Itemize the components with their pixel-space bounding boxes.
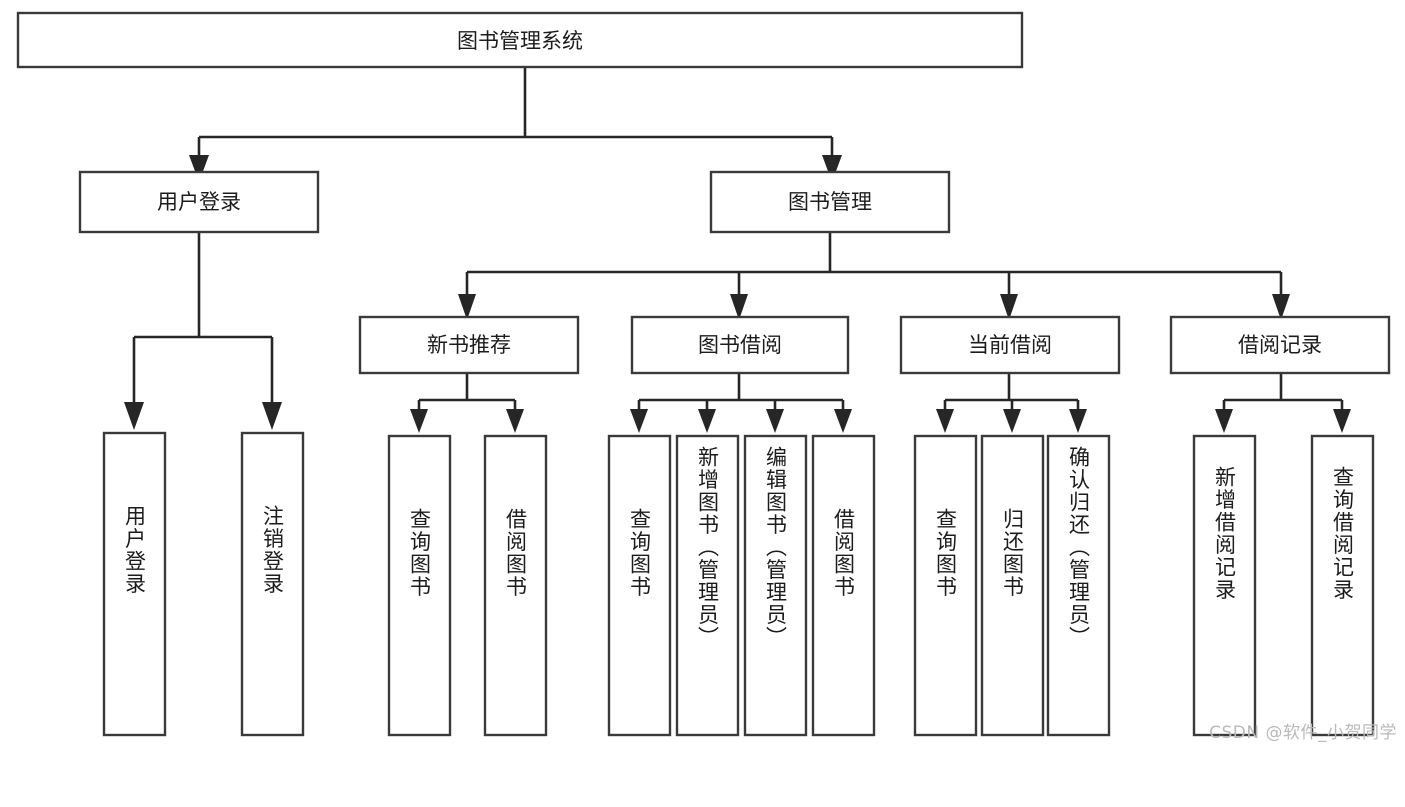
leaf-box-currentborrow-2[interactable] — [980, 434, 1045, 737]
leaf-box-user-login-2[interactable] — [240, 431, 305, 737]
leaf-box-bookborrow-3[interactable] — [743, 434, 808, 737]
node-borrow-record-box[interactable] — [1169, 315, 1391, 375]
leaf-box-bookborrow-1[interactable] — [607, 434, 672, 737]
node-user-login[interactable]: 用户登录 — [78, 170, 320, 234]
leaf-box-borrowrecord-2[interactable] — [1310, 434, 1375, 737]
arrowhead-borrowrecord — [1272, 294, 1290, 320]
arrowhead-bookborrow-leaf-1 — [630, 409, 648, 433]
node-borrow-record-label: 借阅记录 — [1238, 333, 1322, 357]
arrowhead-bookborrow-leaf-4 — [834, 409, 852, 433]
leaf-box-user-login-1[interactable] — [102, 431, 167, 737]
leaf-box-newbook-2[interactable] — [483, 434, 548, 737]
leaf-box-borrowrecord-1[interactable] — [1192, 434, 1257, 737]
arrowhead-newbook-leaf-1 — [410, 409, 428, 433]
flowchart-canvas: 图书管理系统 用户登录 图书管理 新书推荐 图书借阅 当前借阅 借阅记录 — [16, 11, 1397, 743]
arrowhead-borrowrecord-leaf-2 — [1333, 409, 1351, 433]
node-current-borrow[interactable]: 当前借阅 — [899, 315, 1121, 375]
node-book-manage-box[interactable] — [709, 170, 951, 234]
node-book-borrow-label: 图书借阅 — [698, 333, 782, 357]
node-book-borrow[interactable]: 图书借阅 — [630, 315, 850, 375]
flowchart-svg: 图书管理系统 用户登录 图书管理 新书推荐 图书借阅 当前借阅 借阅记录 — [16, 11, 1391, 737]
node-current-borrow-label: 当前借阅 — [968, 333, 1052, 357]
leaf-box-bookborrow-2[interactable] — [675, 434, 740, 737]
arrowhead-book-manage — [822, 155, 842, 182]
leaf-box-newbook-1[interactable] — [387, 434, 452, 737]
node-user-login-box[interactable] — [78, 170, 320, 234]
node-new-book-recommend-box[interactable] — [358, 315, 580, 375]
node-root-label: 图书管理系统 — [457, 29, 583, 53]
arrowhead-user-login — [189, 155, 209, 182]
node-new-book-recommend[interactable]: 新书推荐 — [358, 315, 580, 375]
node-book-manage[interactable]: 图书管理 — [709, 170, 951, 234]
leaf-box-currentborrow-3[interactable] — [1046, 434, 1111, 737]
arrowhead-userlogin-leaf-2 — [262, 402, 282, 430]
node-book-manage-label: 图书管理 — [788, 190, 872, 214]
node-root-box[interactable] — [16, 11, 1024, 69]
node-book-borrow-box[interactable] — [630, 315, 850, 375]
arrowhead-currentborrow — [1000, 294, 1018, 320]
node-new-book-recommend-label: 新书推荐 — [427, 333, 511, 357]
node-borrow-record[interactable]: 借阅记录 — [1169, 315, 1391, 375]
leaf-box-group — [102, 431, 1375, 737]
arrowhead-currentborrow-leaf-1 — [936, 409, 954, 433]
arrowhead-newbook-leaf-2 — [506, 409, 524, 433]
arrowhead-bookborrow-leaf-2 — [698, 409, 716, 433]
arrowhead-borrowrecord-leaf-1 — [1215, 409, 1233, 433]
arrowhead-newbook — [458, 294, 476, 320]
leaf-box-currentborrow-1[interactable] — [913, 434, 978, 737]
node-user-login-label: 用户登录 — [157, 190, 241, 214]
arrowhead-bookborrow-leaf-3 — [766, 409, 784, 433]
node-root[interactable]: 图书管理系统 — [16, 11, 1024, 69]
arrowhead-currentborrow-leaf-2 — [1003, 409, 1021, 433]
node-current-borrow-box[interactable] — [899, 315, 1121, 375]
leaf-box-bookborrow-4[interactable] — [811, 434, 876, 737]
arrowhead-group — [124, 155, 1351, 433]
arrowhead-userlogin-leaf-1 — [124, 402, 144, 430]
arrowhead-bookborrow — [730, 294, 748, 320]
arrowhead-currentborrow-leaf-3 — [1069, 409, 1087, 433]
watermark-text: CSDN @软件_小贺同学 — [1209, 723, 1397, 743]
